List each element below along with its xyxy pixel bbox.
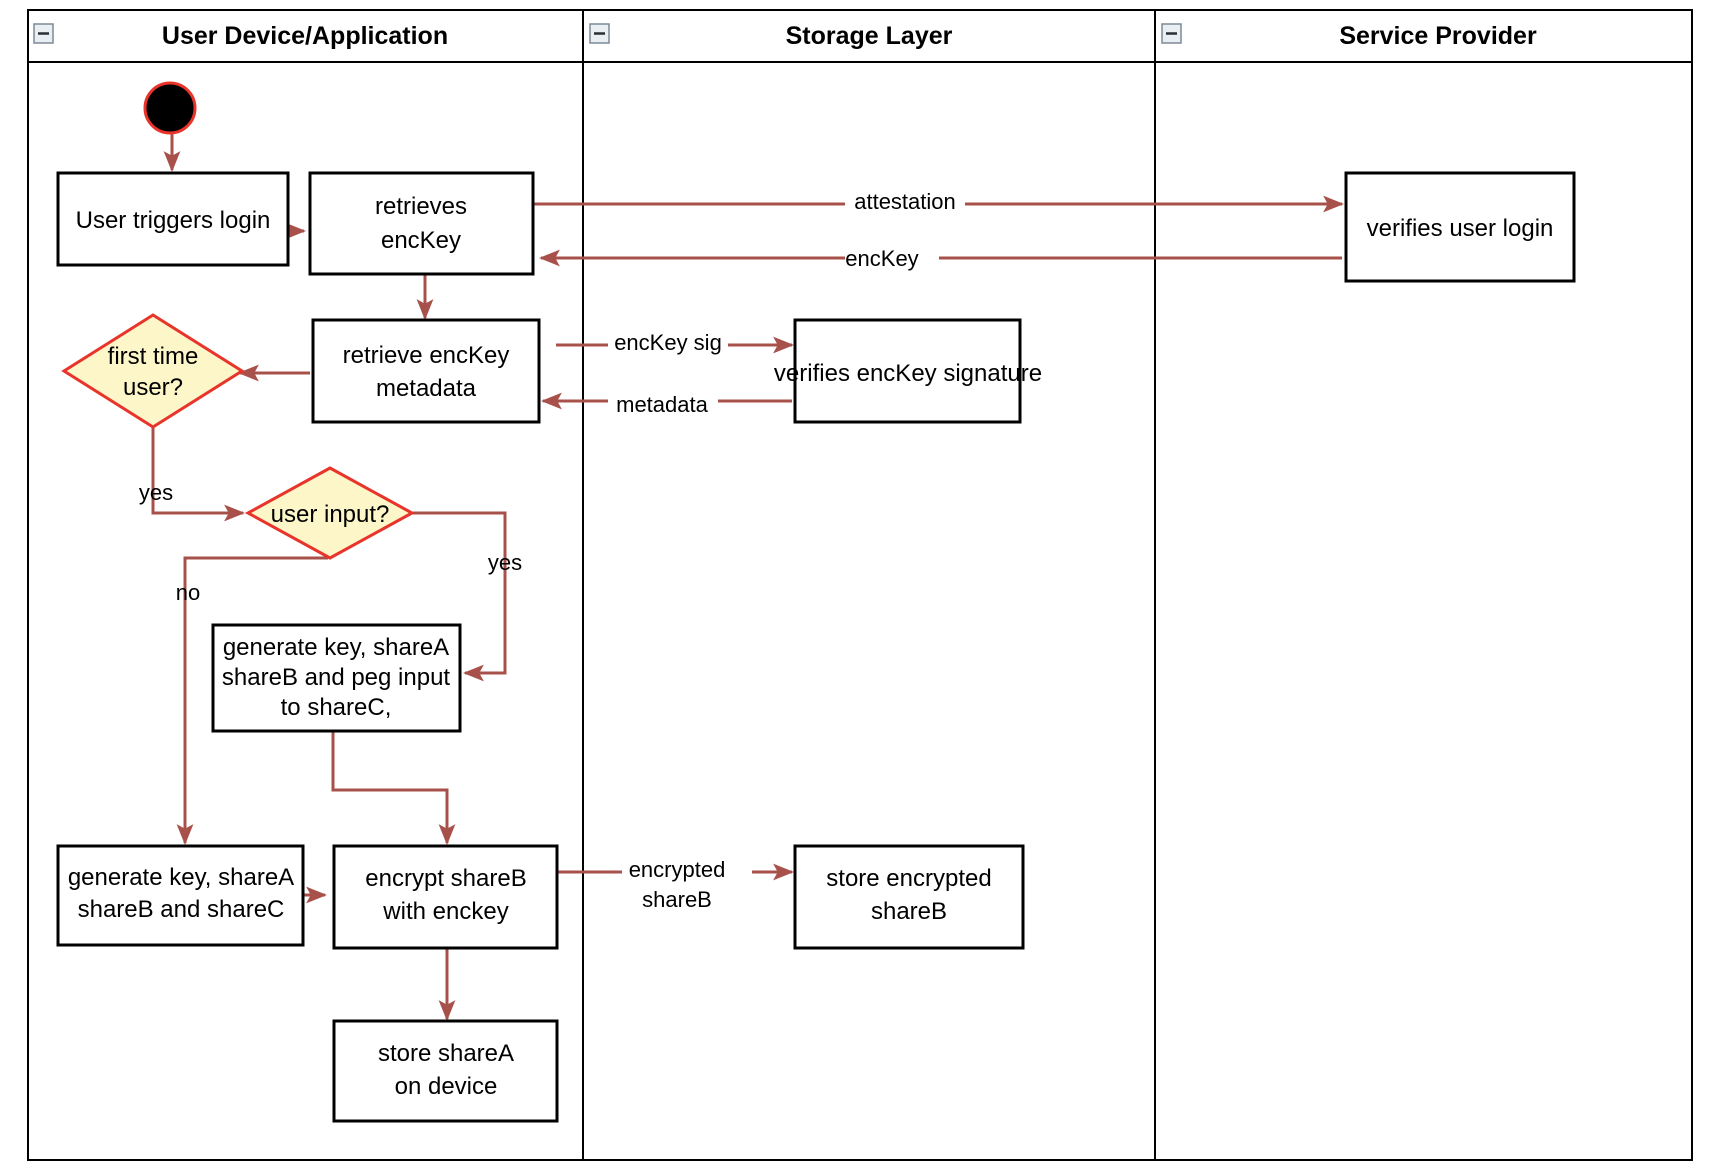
decision-first-time-user[interactable]: first time user?	[61, 313, 245, 429]
action-retrieve-enckey-metadata-line2: metadata	[376, 375, 477, 402]
edge-label-enckey-sig-text: encKey sig	[614, 330, 722, 355]
action-encrypt-shareb[interactable]: encrypt shareB with enckey	[332, 844, 559, 950]
action-generate-key-peg[interactable]: generate key, shareA shareB and peg inpu…	[211, 623, 462, 733]
decision-first-time-user-line1: first time	[108, 343, 199, 370]
flow-userinput-yes	[412, 511, 507, 682]
action-store-sharea-on-device-line1: store shareA	[378, 1040, 514, 1067]
action-verifies-user-login-line1: verifies user login	[1367, 215, 1554, 242]
edge-label-encrypted-line1: encrypted	[629, 857, 726, 882]
action-retrieves-enckey-line1: retrieves	[375, 193, 467, 220]
action-encrypt-shareb-line2: with enckey	[382, 898, 508, 925]
flow-peg-to-encrypt	[331, 731, 456, 846]
edge-label-encrypted-shareb: encrypted shareB	[622, 855, 752, 912]
action-generate-key-peg-line1: generate key, shareA	[223, 634, 449, 661]
edge-label-metadata-text: metadata	[616, 392, 708, 417]
action-store-sharea-on-device[interactable]: store shareA on device	[332, 1019, 559, 1123]
action-store-encrypted-shareb[interactable]: store encrypted shareB	[793, 844, 1025, 950]
edge-label-firsttime-yes-text: yes	[139, 480, 173, 505]
action-retrieves-enckey[interactable]: retrieves encKey	[308, 171, 535, 276]
action-generate-key-peg-line2: shareB and peg input	[222, 664, 451, 691]
lane-title-storage-layer: Storage Layer	[786, 22, 953, 50]
edge-label-metadata: metadata	[608, 391, 718, 419]
minus-box-icon-service-provider[interactable]	[1161, 23, 1182, 44]
action-store-encrypted-shareb-line2: shareB	[871, 898, 947, 925]
edge-label-encrypted-line2: shareB	[642, 887, 712, 912]
action-generate-key-shares-line2: shareB and shareC	[78, 896, 285, 923]
action-encrypt-shareb-line1: encrypt shareB	[365, 865, 526, 892]
edge-label-userinput-yes-text: yes	[488, 550, 522, 575]
minus-box-icon-user-device[interactable]	[33, 23, 54, 44]
flow-firsttime-yes	[151, 412, 246, 522]
action-retrieve-enckey-metadata[interactable]: retrieve encKey metadata	[311, 318, 541, 424]
swimlane-storage-layer[interactable]	[582, 9, 1156, 1161]
edge-label-firsttime-yes: yes	[139, 480, 173, 505]
minus-box-icon-storage-layer[interactable]	[589, 23, 610, 44]
edge-label-enckey-sig: encKey sig	[608, 329, 728, 357]
action-retrieve-enckey-metadata-line1: retrieve encKey	[343, 342, 510, 369]
initial-node	[143, 81, 197, 135]
action-user-triggers-login-line1: User triggers login	[76, 207, 271, 234]
action-user-triggers-login[interactable]: User triggers login	[56, 171, 290, 267]
edge-label-userinput-no-text: no	[176, 580, 200, 605]
edge-label-userinput-no: no	[176, 580, 200, 605]
edge-label-userinput-yes: yes	[488, 550, 522, 575]
edge-label-enckey-text: encKey	[845, 246, 918, 271]
action-generate-key-peg-line3: to shareC,	[281, 694, 392, 721]
action-verifies-user-login[interactable]: verifies user login	[1344, 171, 1576, 283]
edge-label-attestation: attestation	[845, 188, 965, 216]
action-verifies-enckey-signature[interactable]: verifies encKey signature	[774, 318, 1042, 424]
decision-user-input[interactable]: user input?	[244, 466, 416, 560]
flow-userinput-no	[176, 556, 328, 846]
action-generate-key-shares[interactable]: generate key, shareA shareB and shareC	[56, 844, 305, 947]
lane-title-user-device: User Device/Application	[162, 22, 448, 50]
edge-label-attestation-text: attestation	[854, 189, 956, 214]
action-retrieves-enckey-line2: encKey	[381, 227, 461, 254]
action-verifies-enckey-signature-line1: verifies encKey signature	[774, 360, 1042, 387]
decision-first-time-user-line2: user?	[123, 374, 183, 401]
action-store-sharea-on-device-line2: on device	[395, 1073, 498, 1100]
edge-label-enckey: encKey	[845, 245, 939, 273]
lane-title-service-provider: Service Provider	[1339, 22, 1537, 50]
action-store-encrypted-shareb-line1: store encrypted	[826, 865, 991, 892]
action-generate-key-shares-line1: generate key, shareA	[68, 864, 294, 891]
decision-user-input-line1: user input?	[271, 501, 390, 528]
